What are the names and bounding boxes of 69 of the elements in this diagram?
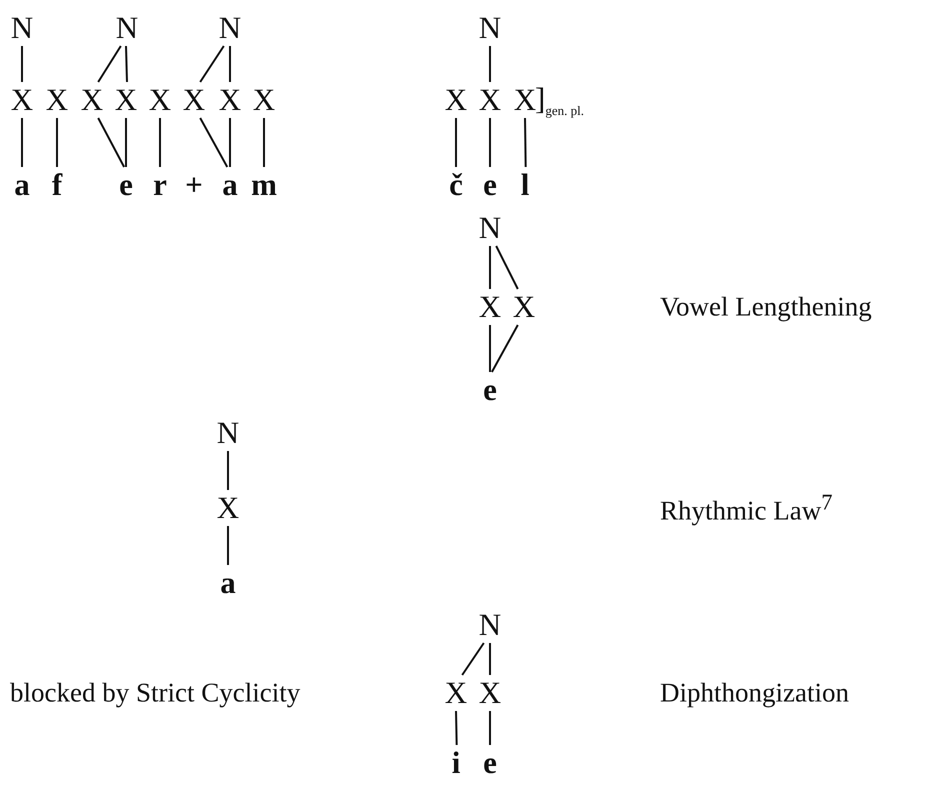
association-line <box>56 118 58 167</box>
association-line <box>97 118 125 168</box>
association-line <box>227 526 229 565</box>
association-line <box>455 118 457 167</box>
association-line <box>495 246 519 290</box>
association-line <box>227 451 229 490</box>
timing-slot: X <box>148 87 172 113</box>
association-line <box>489 46 491 82</box>
case-bracket-label: ]$_{gen. pl.}$ <box>535 81 584 119</box>
timing-slot: X <box>80 87 104 113</box>
segment-letter: a <box>13 172 31 198</box>
association-line <box>97 45 122 83</box>
nucleus-symbol: N <box>478 215 502 241</box>
timing-slot: X <box>512 87 538 113</box>
rule-name: Diphthongization <box>660 678 849 708</box>
segment-letter: f <box>50 172 64 198</box>
association-line <box>491 324 519 372</box>
nucleus-symbol: N <box>478 612 502 638</box>
timing-slot: X <box>478 680 502 706</box>
association-line <box>489 643 491 675</box>
segment-letter: e <box>482 377 498 403</box>
timing-slot: X <box>252 87 276 113</box>
timing-slot: X <box>512 294 536 320</box>
association-line <box>159 118 161 167</box>
association-line <box>263 118 265 167</box>
segment-letter: l <box>520 172 530 198</box>
association-line <box>229 46 231 82</box>
timing-slot: X <box>10 87 34 113</box>
association-line <box>21 118 23 167</box>
segment-letter: i <box>450 750 462 776</box>
timing-slot: X <box>444 87 468 113</box>
rule-name: Vowel Lengthening <box>660 292 872 322</box>
timing-slot: X <box>114 87 138 113</box>
timing-slot: X <box>218 87 242 113</box>
association-line <box>489 246 491 289</box>
timing-slot: X <box>478 294 502 320</box>
nucleus-symbol: N <box>216 420 240 446</box>
nucleus-symbol: N <box>218 15 242 41</box>
rule-name: Rhythmic Law$^{7}$ <box>660 490 832 526</box>
association-line <box>199 45 225 83</box>
association-line <box>489 118 491 167</box>
segment-letter: a <box>219 570 237 596</box>
segment-letter: e <box>482 750 498 776</box>
segment-letter: e <box>118 172 134 198</box>
nucleus-symbol: N <box>10 15 34 41</box>
note-text: blocked by Strict Cyclicity <box>10 678 300 708</box>
morpheme-boundary: + <box>185 167 203 203</box>
association-line <box>455 710 458 746</box>
association-line <box>125 118 127 167</box>
association-line <box>524 118 527 168</box>
segment-letter: č <box>448 172 464 198</box>
segment-letter: a <box>221 172 239 198</box>
association-line <box>489 711 491 745</box>
nucleus-symbol: N <box>478 15 502 41</box>
association-line <box>461 642 485 676</box>
association-line <box>489 325 491 372</box>
association-line <box>21 46 23 82</box>
association-line <box>229 118 231 167</box>
timing-slot: X <box>444 680 468 706</box>
segment-letter: r <box>152 172 168 198</box>
association-line <box>199 118 228 168</box>
segment-letter: m <box>250 172 278 198</box>
nucleus-symbol: N <box>114 15 140 41</box>
timing-slot: X <box>478 87 502 113</box>
segment-letter: e <box>482 172 498 198</box>
timing-slot: X <box>44 87 70 113</box>
association-line <box>125 46 128 82</box>
timing-slot: X <box>182 87 206 113</box>
timing-slot: X <box>216 495 240 521</box>
